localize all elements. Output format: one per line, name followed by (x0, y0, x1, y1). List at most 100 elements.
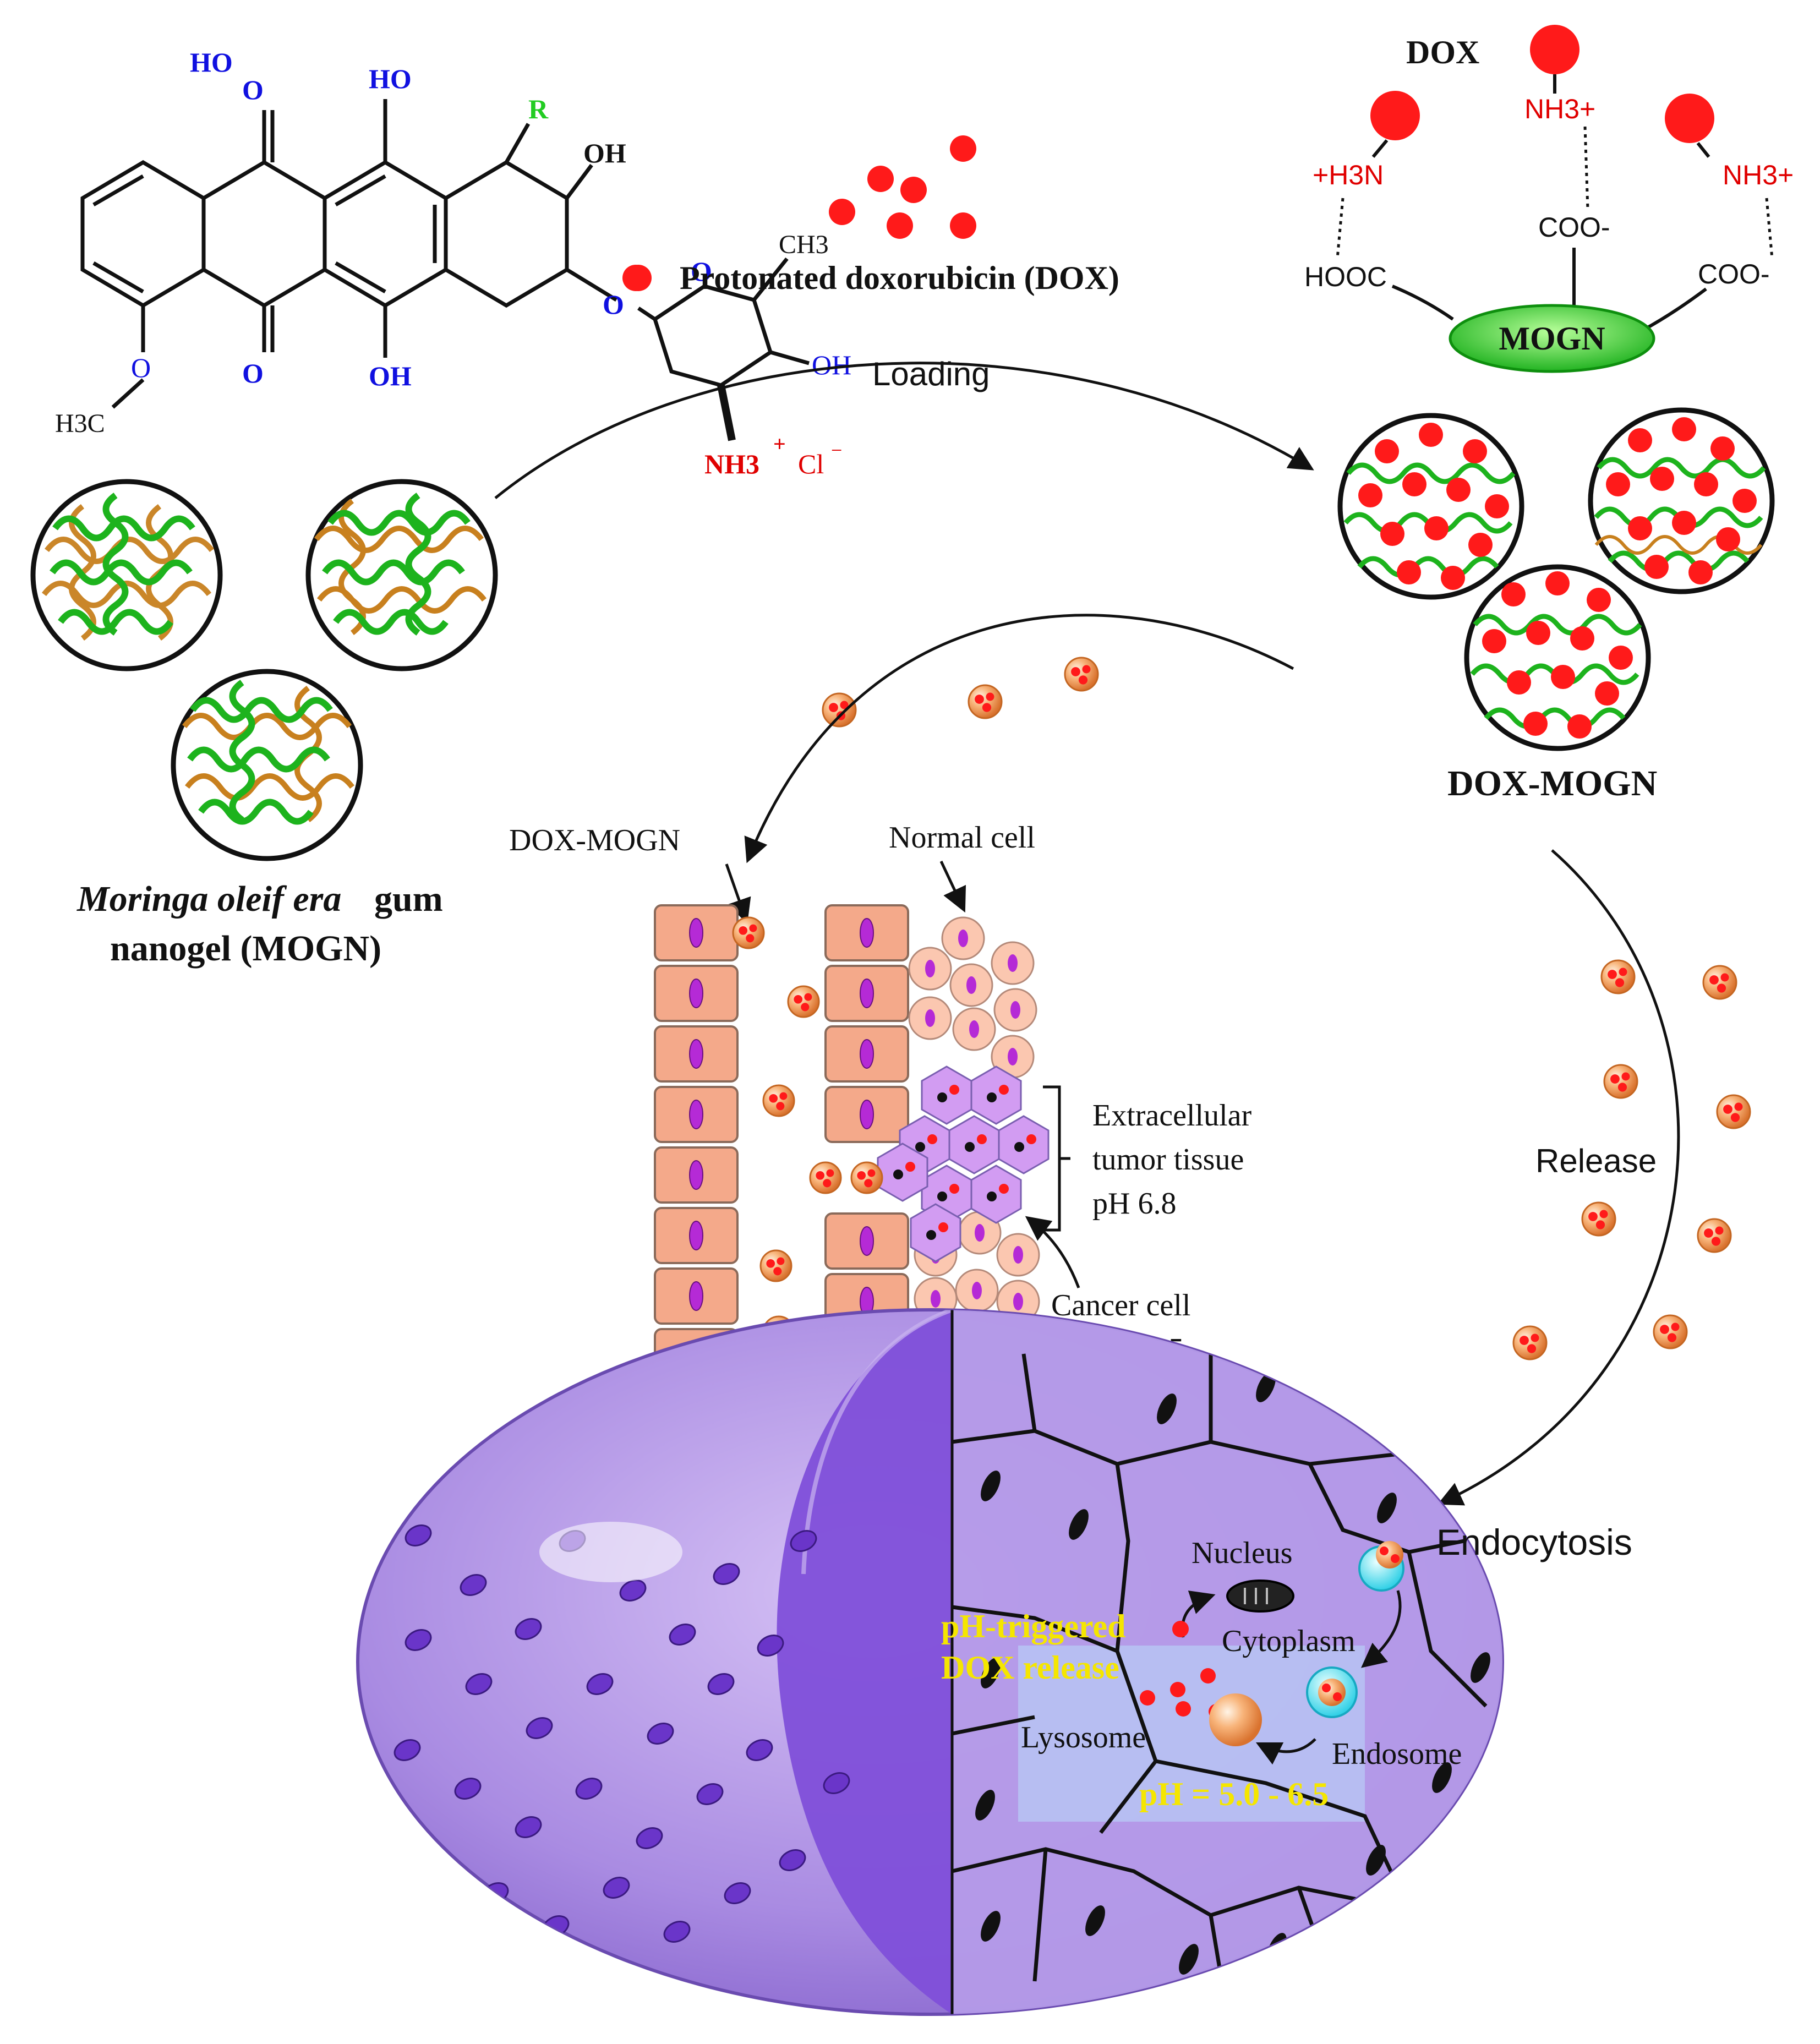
dox-mogn-particle (1603, 1064, 1638, 1099)
dox-mogn-particle (968, 684, 1003, 719)
cancer-cell (877, 1143, 928, 1202)
dox-mogn-particle (1600, 959, 1636, 994)
release-arrow (1437, 849, 1680, 1506)
atom-oh-lower: OH (369, 360, 412, 391)
normal-cell (955, 1269, 999, 1313)
cancer-cell-pointer (1025, 1216, 1080, 1288)
dox-mogn-particle (1653, 1314, 1688, 1349)
loaded-nanogel-1 (1337, 413, 1524, 600)
label-ph-triggered-2: DOX release (941, 1649, 1119, 1686)
normal-cell (996, 1233, 1040, 1277)
dox-mogn-particle (787, 985, 820, 1018)
complex-dox-mid (1530, 25, 1579, 74)
circulation-arrow (744, 614, 1294, 863)
label-lysosome: Lysosome (1021, 1720, 1146, 1755)
endothelial-cell (654, 1025, 739, 1083)
label-cytoplasm: Cytoplasm (1222, 1624, 1356, 1658)
dox-mogn-particles (822, 657, 1751, 1360)
normal-cell (949, 963, 993, 1007)
normal-cell (952, 1007, 996, 1051)
complex-dox-right (1665, 94, 1714, 143)
dox-mogn-particle (809, 1161, 842, 1194)
dox-mogn-particle (1064, 657, 1099, 692)
label-extracellular-3: pH 6.8 (1092, 1187, 1176, 1221)
label-mogn-caption-italic: Moringa oleif era (76, 879, 341, 919)
normal-cell-pointer (939, 860, 966, 913)
normal-cell (908, 947, 952, 991)
label-mogn-caption-gum: gum (374, 879, 443, 919)
atom-ch3: CH3 (779, 230, 829, 259)
label-cancer-cell-1: Cancer cell (1051, 1288, 1190, 1322)
dox-mogn-particle (1702, 965, 1737, 1000)
atom-nh3-charge: + (773, 431, 786, 456)
lysosome-organelle (1209, 1693, 1262, 1746)
loaded-nanogel-3 (1464, 564, 1651, 751)
loaded-nanogel-group (1337, 407, 1775, 751)
label-dox-mogn-tissue: DOX-MOGN (509, 823, 680, 857)
atom-h3c: H3C (55, 409, 105, 438)
cancer-cell (948, 1115, 1000, 1174)
loaded-nanogel-2 (1588, 407, 1775, 594)
endothelial-cell (824, 904, 909, 961)
dox-mogn-pointer (725, 863, 751, 924)
dox-mogn-complex: DOX +H3N NH3+ NH3+ HOOC COO- COO- MOGN (1304, 25, 1794, 373)
loading-arrow (494, 362, 1314, 499)
cancer-cell (910, 1203, 961, 1263)
normal-cell (908, 996, 952, 1040)
label-dox-title: DOX (1406, 34, 1479, 70)
dox-mogn-particle (759, 1249, 793, 1282)
normal-cell (941, 916, 985, 960)
endothelial-cell (654, 965, 739, 1022)
atom-o-ring: O (691, 256, 712, 287)
label-extracellular-2: tumor tissue (1092, 1143, 1244, 1177)
label-ph-triggered-1: pH-triggered (941, 1608, 1125, 1644)
dox-legend-dot (622, 265, 649, 291)
dox-mogn-particle (1512, 1325, 1548, 1360)
atom-o-bottom: O (242, 358, 264, 389)
endothelial-cell (824, 965, 909, 1022)
label-endosome: Endosome (1332, 1737, 1462, 1771)
complex-dox-left (1370, 91, 1420, 140)
endothelial-cell (824, 1086, 909, 1143)
atom-oh-sugar: OH (812, 349, 851, 380)
nanogel-group (30, 479, 498, 861)
dox-mogn-particle (822, 692, 857, 728)
atom-o-methoxy: O (131, 352, 151, 383)
endosome-to-lysosome-arrow (1255, 1738, 1316, 1765)
complex-hooc: HOOC (1304, 261, 1387, 292)
vesicle-to-endosome-arrow (1361, 1590, 1402, 1668)
cytoplasm-region (1018, 1646, 1365, 1822)
dox-mogn-particle (732, 916, 765, 949)
endothelial-cell (654, 1207, 739, 1264)
endothelial-cell (824, 1212, 909, 1270)
label-mogn-caption-line2: nanogel (MOGN) (110, 928, 381, 969)
dox-mogn-particle (1581, 1201, 1616, 1237)
nanogel-2 (305, 479, 498, 671)
nucleus-organelle (1226, 1580, 1294, 1613)
atom-r-group: R (528, 94, 549, 124)
endothelial-cell (654, 1086, 739, 1143)
label-extracellular-1: Extracellular (1092, 1098, 1252, 1133)
label-endocytosis: Endocytosis (1436, 1522, 1632, 1562)
atom-cl-charge: − (831, 439, 842, 461)
doxorubicin-atoms: O HO HO O OH R OH O O CH3 OH NH3 + Cl − … (55, 47, 851, 479)
complex-coo-mid: COO- (1538, 212, 1610, 243)
doxorubicin-structure (80, 99, 810, 441)
cancer-cell (970, 1165, 1022, 1224)
endothelial-cell (654, 904, 739, 961)
cancer-cell (921, 1065, 972, 1125)
normal-cell (991, 1035, 1035, 1079)
dox-mogn-particle (1716, 1094, 1751, 1129)
complex-nh3-right: NH3+ (1723, 160, 1794, 190)
endothelial-cell (824, 1025, 909, 1083)
intracellular-organelles: Nucleus Cytoplasm Lysosome Endosome pH-t… (941, 1536, 1462, 1812)
atom-o-top: O (242, 74, 264, 105)
atom-o-link: O (603, 289, 624, 320)
complex-h3n-left: +H3N (1313, 160, 1384, 190)
cancer-cell-illustration (356, 1308, 1504, 2016)
atom-oh-ring: OH (583, 138, 626, 168)
dox-mogn-particle (1697, 1218, 1732, 1253)
atom-nh3: NH3 (704, 449, 759, 479)
normal-cell (993, 988, 1037, 1032)
